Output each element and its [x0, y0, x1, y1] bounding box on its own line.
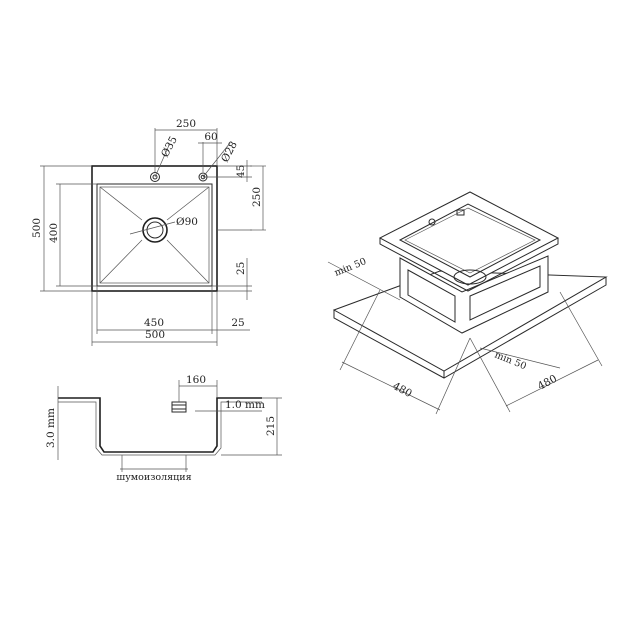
bowl-rim-inner	[404, 207, 536, 274]
drain-outer	[142, 217, 168, 243]
dim-45: 45	[235, 165, 247, 178]
bowl-rim	[398, 203, 542, 278]
min50-left: min 50	[333, 256, 368, 279]
bowl-crease-tr	[166, 186, 210, 221]
iso-view: min 50 min 50 480 480	[327, 191, 608, 415]
top-view: 250 60 Ø35 Ø28 45 250 Ø90 25 500 400	[31, 118, 266, 346]
dim-60: 60	[204, 131, 217, 143]
drain-leader	[129, 221, 176, 235]
dim-480-left: 480	[391, 380, 414, 400]
dim-25-bottom: 25	[231, 317, 244, 329]
section-profile-inner	[58, 401, 262, 456]
bowl-outline-inner	[99, 186, 210, 284]
bowl-crease-br	[166, 239, 210, 284]
min50-right: min 50	[493, 350, 528, 373]
dim-450: 450	[144, 317, 164, 329]
iso-tap-hole	[428, 218, 436, 226]
dim-160: 160	[186, 374, 206, 386]
min50-right-ext	[479, 347, 561, 369]
dim-215: 215	[265, 416, 277, 436]
dim-480-right: 480	[536, 373, 559, 393]
dim-line-480-right	[505, 359, 599, 407]
dim-25-right: 25	[235, 262, 247, 275]
dia-90-label: Ø90	[176, 216, 198, 228]
min50-left-ext	[327, 261, 401, 301]
bowl-outline-outer	[96, 183, 213, 287]
bowl-crease-tl	[99, 186, 143, 221]
sink-outer-outline	[91, 165, 218, 292]
bowl-right-window	[469, 265, 541, 321]
tap-hole-35-inner	[152, 174, 158, 180]
dim-250-right: 250	[251, 187, 263, 207]
drain-inner	[146, 221, 164, 239]
iso-overflow	[456, 209, 465, 216]
dim-1mm: 1.0 mm	[225, 399, 265, 411]
ext-480-left-a	[339, 289, 381, 371]
dim-line-480-left	[341, 361, 441, 411]
overflow-slot	[171, 401, 187, 413]
bowl-left-window	[407, 269, 456, 323]
sink-deck-edge	[379, 238, 559, 292]
ext-480-right-a	[469, 337, 511, 413]
dia-35-label: Ø35	[159, 134, 180, 159]
section-profile	[58, 397, 262, 453]
dia-28-leader	[202, 142, 231, 178]
dim-250-top: 250	[176, 118, 196, 130]
insulation-label: шумоизоляция	[116, 472, 191, 483]
dia-28-label: Ø28	[219, 139, 240, 164]
bowl-crease-bl	[99, 239, 143, 284]
iso-drain	[453, 269, 487, 285]
dim-500-bottom: 500	[145, 329, 165, 341]
section-view: 160 1.0 mm 3.0 mm 215 шумоизоляция	[45, 374, 282, 483]
dim-500-left: 500	[31, 218, 43, 238]
dim-3mm: 3.0 mm	[45, 408, 57, 448]
dim-400-left: 400	[48, 223, 60, 243]
ext-480-left-b	[435, 337, 471, 415]
tap-hole-35	[150, 172, 160, 182]
dia-35-leader	[154, 142, 171, 178]
ext-480-right-b	[559, 291, 603, 367]
